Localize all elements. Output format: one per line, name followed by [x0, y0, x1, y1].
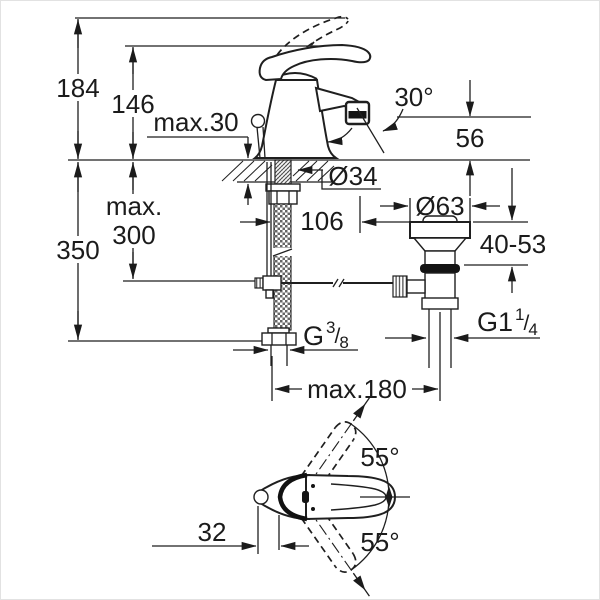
- waste-seal-ring: [420, 264, 460, 273]
- dim-total-height: 184: [53, 19, 103, 159]
- dim-outlet-offset-label: 32: [198, 517, 227, 547]
- lever-handle-side: [258, 43, 372, 82]
- side-view: 184 146 max.30 30° 56: [52, 15, 549, 404]
- faucet-top-outline: [253, 472, 410, 522]
- dim-outlet-offset: 32: [152, 506, 309, 554]
- dim-waste-flange-diameter: Ø63: [380, 191, 500, 221]
- dim-outlet-height: 56: [450, 80, 490, 196]
- dim-spout-angle: 30°: [327, 82, 434, 154]
- handle-swung-up-dashed: [300, 397, 370, 490]
- dim-hole-diameter-label: Ø34: [328, 161, 377, 191]
- lever-pivot-hood: [277, 472, 308, 522]
- dim-swing-down-label: 55°: [360, 527, 399, 557]
- dim-swing-up-label: 55°: [360, 442, 399, 472]
- hose-hex-nut: [261, 332, 297, 346]
- faucet-body: [250, 43, 372, 159]
- swing-arcs: [350, 423, 393, 571]
- top-view: 55° 55° 32: [152, 397, 410, 597]
- waste-flange: [409, 221, 471, 239]
- supply-hose: [273, 203, 292, 331]
- dim-waste-adjust-range: 40-53: [464, 168, 549, 293]
- deck-hatching: [221, 160, 335, 182]
- waste-collar: [421, 297, 459, 310]
- pop-up-knob: [250, 113, 266, 129]
- rod-coupler: [262, 275, 282, 291]
- mounting-nut: [268, 190, 298, 205]
- dim-rod-length: max. 300: [103, 162, 165, 279]
- dim-deck-thickness-label: max.30: [153, 107, 238, 137]
- dim-lever-height: 146: [108, 47, 158, 159]
- dim-rod-length-label-1: max.: [106, 191, 162, 221]
- body-outline: [252, 79, 340, 159]
- dim-hole-diameter: Ø34: [297, 161, 381, 191]
- waste-lever-knob: [392, 275, 408, 298]
- waste-body: [424, 272, 456, 300]
- dim-lever-height-label: 146: [111, 89, 154, 119]
- dim-deck-thickness: max.30: [147, 107, 253, 205]
- rod-coupler-knurl: [254, 277, 264, 289]
- dim-waste-flange-label: Ø63: [415, 191, 464, 221]
- drain-valve: [392, 215, 471, 401]
- handle-badge: [302, 491, 309, 503]
- dim-waste-adjust-label: 40-53: [480, 229, 547, 259]
- dim-rod-length-label-2: 300: [112, 220, 155, 250]
- dim-reach-below-label: max.180: [307, 374, 407, 404]
- dim-spout-reach: 106: [240, 196, 412, 236]
- dim-hose-length: 350: [52, 162, 104, 340]
- dim-reach-below: max.180: [271, 356, 439, 404]
- dim-total-height-label: 184: [56, 73, 99, 103]
- dim-hose-length-label: 350: [56, 235, 99, 265]
- dim-outlet-height-label: 56: [456, 123, 485, 153]
- dim-spout-angle-label: 30°: [394, 82, 433, 112]
- spout-outlet-top: [253, 489, 269, 505]
- aerator-insert: [348, 111, 367, 119]
- mounting-hardware: [254, 159, 396, 366]
- dim-spout-reach-label: 106: [300, 206, 343, 236]
